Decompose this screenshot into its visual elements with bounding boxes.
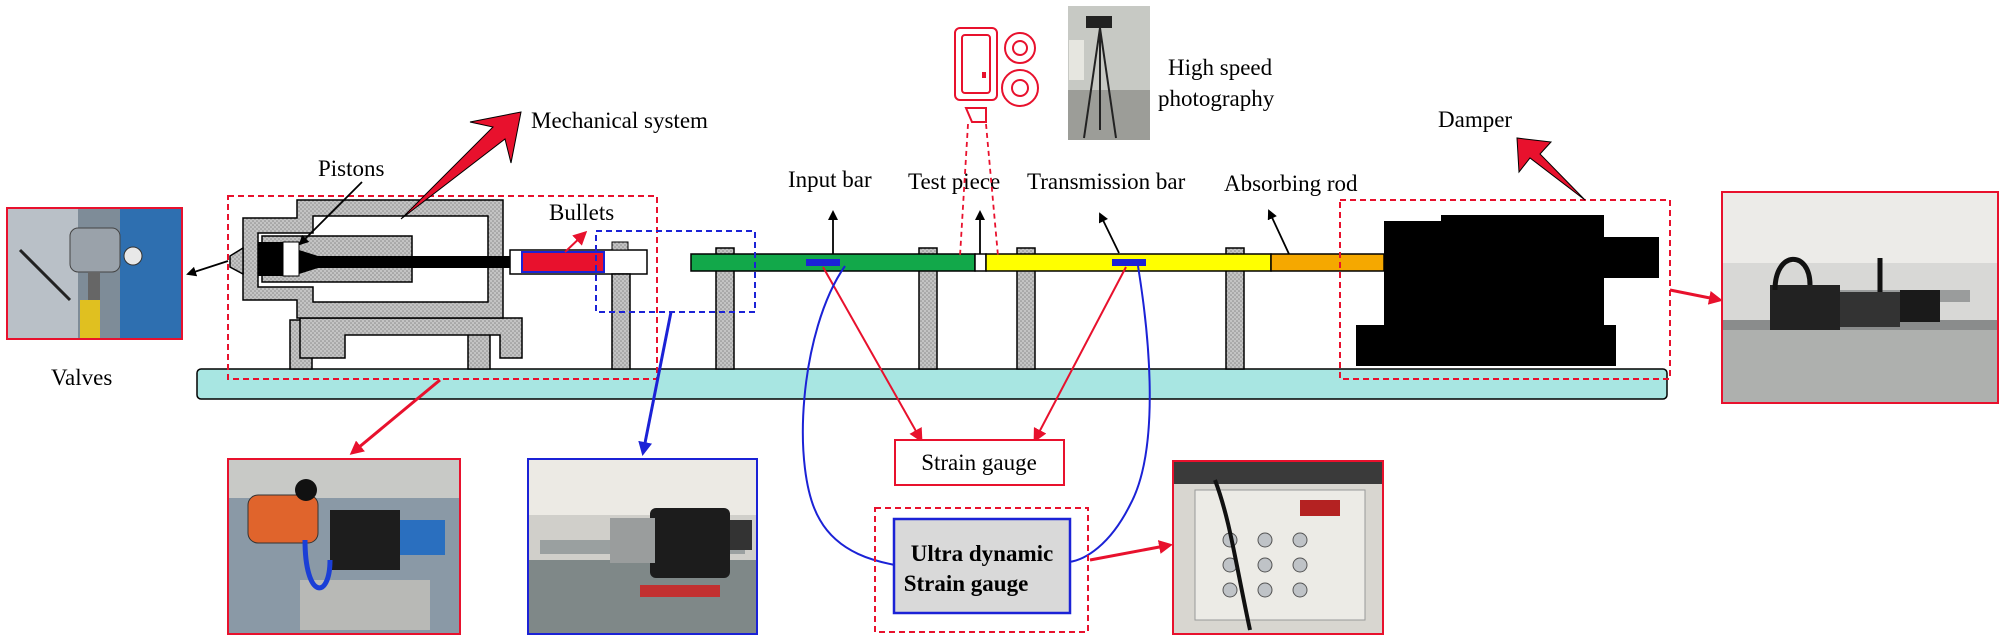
bullet-photo-arrow	[638, 311, 673, 456]
strain-gauge-box	[894, 439, 1065, 486]
gas-gun	[229, 199, 648, 370]
supports	[611, 247, 1245, 370]
test-piece	[974, 253, 987, 272]
strain-amplifier-photo	[1172, 460, 1384, 635]
input-bar-label: Input bar	[788, 167, 872, 192]
valves-label: Valves	[51, 365, 112, 390]
mechanical-system-label: Mechanical system	[531, 108, 708, 133]
damper-photo-arrow	[1669, 288, 1723, 305]
high-speed-label-2: photography	[1158, 86, 1275, 111]
camera-photo	[1068, 6, 1150, 140]
base-rail	[196, 368, 1668, 400]
transmission-bar-label: Transmission bar	[1027, 169, 1186, 194]
camera-view-lines	[959, 123, 999, 257]
mechanical-system-pointer	[400, 111, 522, 220]
damper-photo	[1721, 191, 1999, 404]
damper-box	[1339, 199, 1671, 380]
amplifier-box	[892, 517, 1072, 615]
mechanical-system-photo	[227, 458, 461, 635]
bullets-label: Bullets	[549, 200, 614, 225]
damper-block	[1356, 215, 1659, 366]
mech-photo-arrow	[349, 378, 441, 455]
damper-label: Damper	[1438, 107, 1512, 132]
transmission-gauge-line	[1033, 266, 1127, 443]
amplifier-label-1: Ultra dynamic	[911, 541, 1053, 566]
transmission-gauge	[1112, 259, 1146, 266]
valves-leader	[186, 260, 229, 277]
strain-gauge-label: Strain gauge	[921, 450, 1037, 475]
high-speed-label-1: High speed	[1168, 55, 1273, 80]
amplifier-label-2: Strain gauge	[904, 571, 1029, 596]
damper-pointer	[1516, 137, 1586, 201]
pistons-label: Pistons	[318, 156, 385, 181]
test-piece-label: Test piece	[908, 169, 1000, 194]
gauge-wires	[801, 265, 1151, 566]
mechanical-system-box	[227, 195, 658, 380]
input-gauge-line	[822, 266, 923, 443]
valves-photo	[6, 207, 183, 340]
camera-icon	[954, 27, 1039, 123]
pistons-leader	[298, 181, 363, 246]
absorbing-rod-label: Absorbing rod	[1224, 171, 1358, 196]
absorbing-rod-leader	[1267, 209, 1290, 255]
bullets-leader	[564, 230, 588, 253]
input-gauge	[806, 259, 840, 266]
bullet-photo	[527, 458, 758, 635]
absorbing-rod	[1270, 253, 1385, 272]
transmission-bar-leader	[1099, 212, 1120, 254]
amplifier-dashed-box	[874, 507, 1089, 633]
amplifier-photo-arrow	[1089, 540, 1173, 562]
